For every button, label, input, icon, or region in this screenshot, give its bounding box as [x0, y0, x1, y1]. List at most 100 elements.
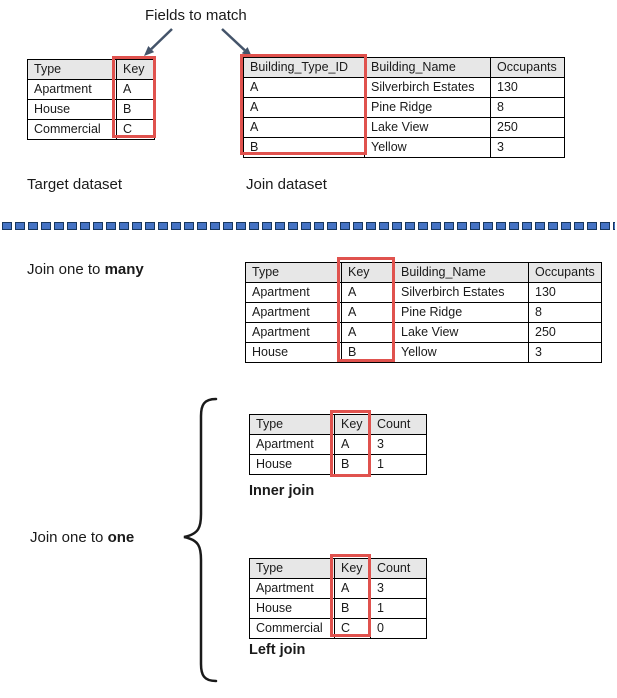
- arrow-down-left-icon: [144, 28, 173, 56]
- table-cell: 8: [528, 302, 602, 323]
- table-cell: Silverbirch Estates: [394, 282, 529, 303]
- table-cell: Yellow: [394, 342, 529, 363]
- table-cell: House: [27, 99, 117, 120]
- table-cell: Commercial: [249, 618, 335, 639]
- table-cell: C: [116, 119, 155, 140]
- table-cell: 8: [490, 97, 565, 118]
- table-cell: B: [341, 342, 395, 363]
- table-cell: B: [116, 99, 155, 120]
- arrow-down-right-icon: [221, 28, 252, 57]
- section-divider: [2, 222, 615, 230]
- table-cell: B: [334, 454, 371, 475]
- table-cell: 3: [490, 137, 565, 158]
- table-cell: 3: [370, 434, 427, 455]
- column-header: Occupants: [528, 262, 602, 283]
- column-header: Building_Name: [364, 57, 491, 78]
- table-cell: Commercial: [27, 119, 117, 140]
- table-cell: 250: [490, 117, 565, 138]
- column-header: Occupants: [490, 57, 565, 78]
- table-cell: Apartment: [245, 302, 342, 323]
- table-cell: Apartment: [245, 322, 342, 343]
- column-header: Type: [27, 59, 117, 80]
- column-header: Key: [334, 414, 371, 435]
- section-label-text: Join one to: [27, 261, 105, 278]
- inner-join-caption: Inner join: [249, 483, 315, 499]
- table-cell: C: [334, 618, 371, 639]
- table-cell: 3: [528, 342, 602, 363]
- table-cell: A: [341, 322, 395, 343]
- curly-brace: [183, 397, 218, 683]
- table-cell: A: [243, 97, 365, 118]
- column-header: Building_Type_ID: [243, 57, 365, 78]
- table-cell: Apartment: [249, 578, 335, 599]
- table-cell: Pine Ridge: [394, 302, 529, 323]
- table-cell: A: [116, 79, 155, 100]
- table-cell: Lake View: [394, 322, 529, 343]
- column-header: Count: [370, 414, 427, 435]
- column-header: Key: [334, 558, 371, 579]
- join-dataset-caption: Join dataset: [246, 176, 327, 193]
- column-header: Type: [245, 262, 342, 283]
- column-header: Building_Name: [394, 262, 529, 283]
- table-cell: A: [341, 302, 395, 323]
- target-dataset-caption: Target dataset: [27, 176, 123, 193]
- table-cell: A: [243, 117, 365, 138]
- section-label-bold-text: one: [107, 529, 135, 546]
- table-cell: A: [334, 434, 371, 455]
- table-cell: 1: [370, 454, 427, 475]
- table-cell: 130: [490, 77, 565, 98]
- table-cell: A: [243, 77, 365, 98]
- table-cell: Apartment: [245, 282, 342, 303]
- table-cell: House: [245, 342, 342, 363]
- table-cell: 0: [370, 618, 427, 639]
- table-cell: A: [334, 578, 371, 599]
- section-label-one-to-one: Join one to one: [30, 529, 134, 546]
- table-cell: B: [334, 598, 371, 619]
- table-cell: House: [249, 454, 335, 475]
- column-header: Key: [116, 59, 155, 80]
- column-header: Count: [370, 558, 427, 579]
- table-cell: Yellow: [364, 137, 491, 158]
- table-cell: Apartment: [27, 79, 117, 100]
- table-cell: Lake View: [364, 117, 491, 138]
- column-header: Type: [249, 414, 335, 435]
- section-label-text: Join one to: [30, 529, 108, 546]
- table-cell: 3: [370, 578, 427, 599]
- table-cell: Apartment: [249, 434, 335, 455]
- table-cell: 130: [528, 282, 602, 303]
- fields-to-match-arrows: [144, 28, 252, 57]
- table-cell: 1: [370, 598, 427, 619]
- left-join-caption: Left join: [249, 642, 306, 658]
- section-label-bold-text: many: [104, 261, 144, 278]
- section-label-one-to-many: Join one to many: [27, 261, 144, 278]
